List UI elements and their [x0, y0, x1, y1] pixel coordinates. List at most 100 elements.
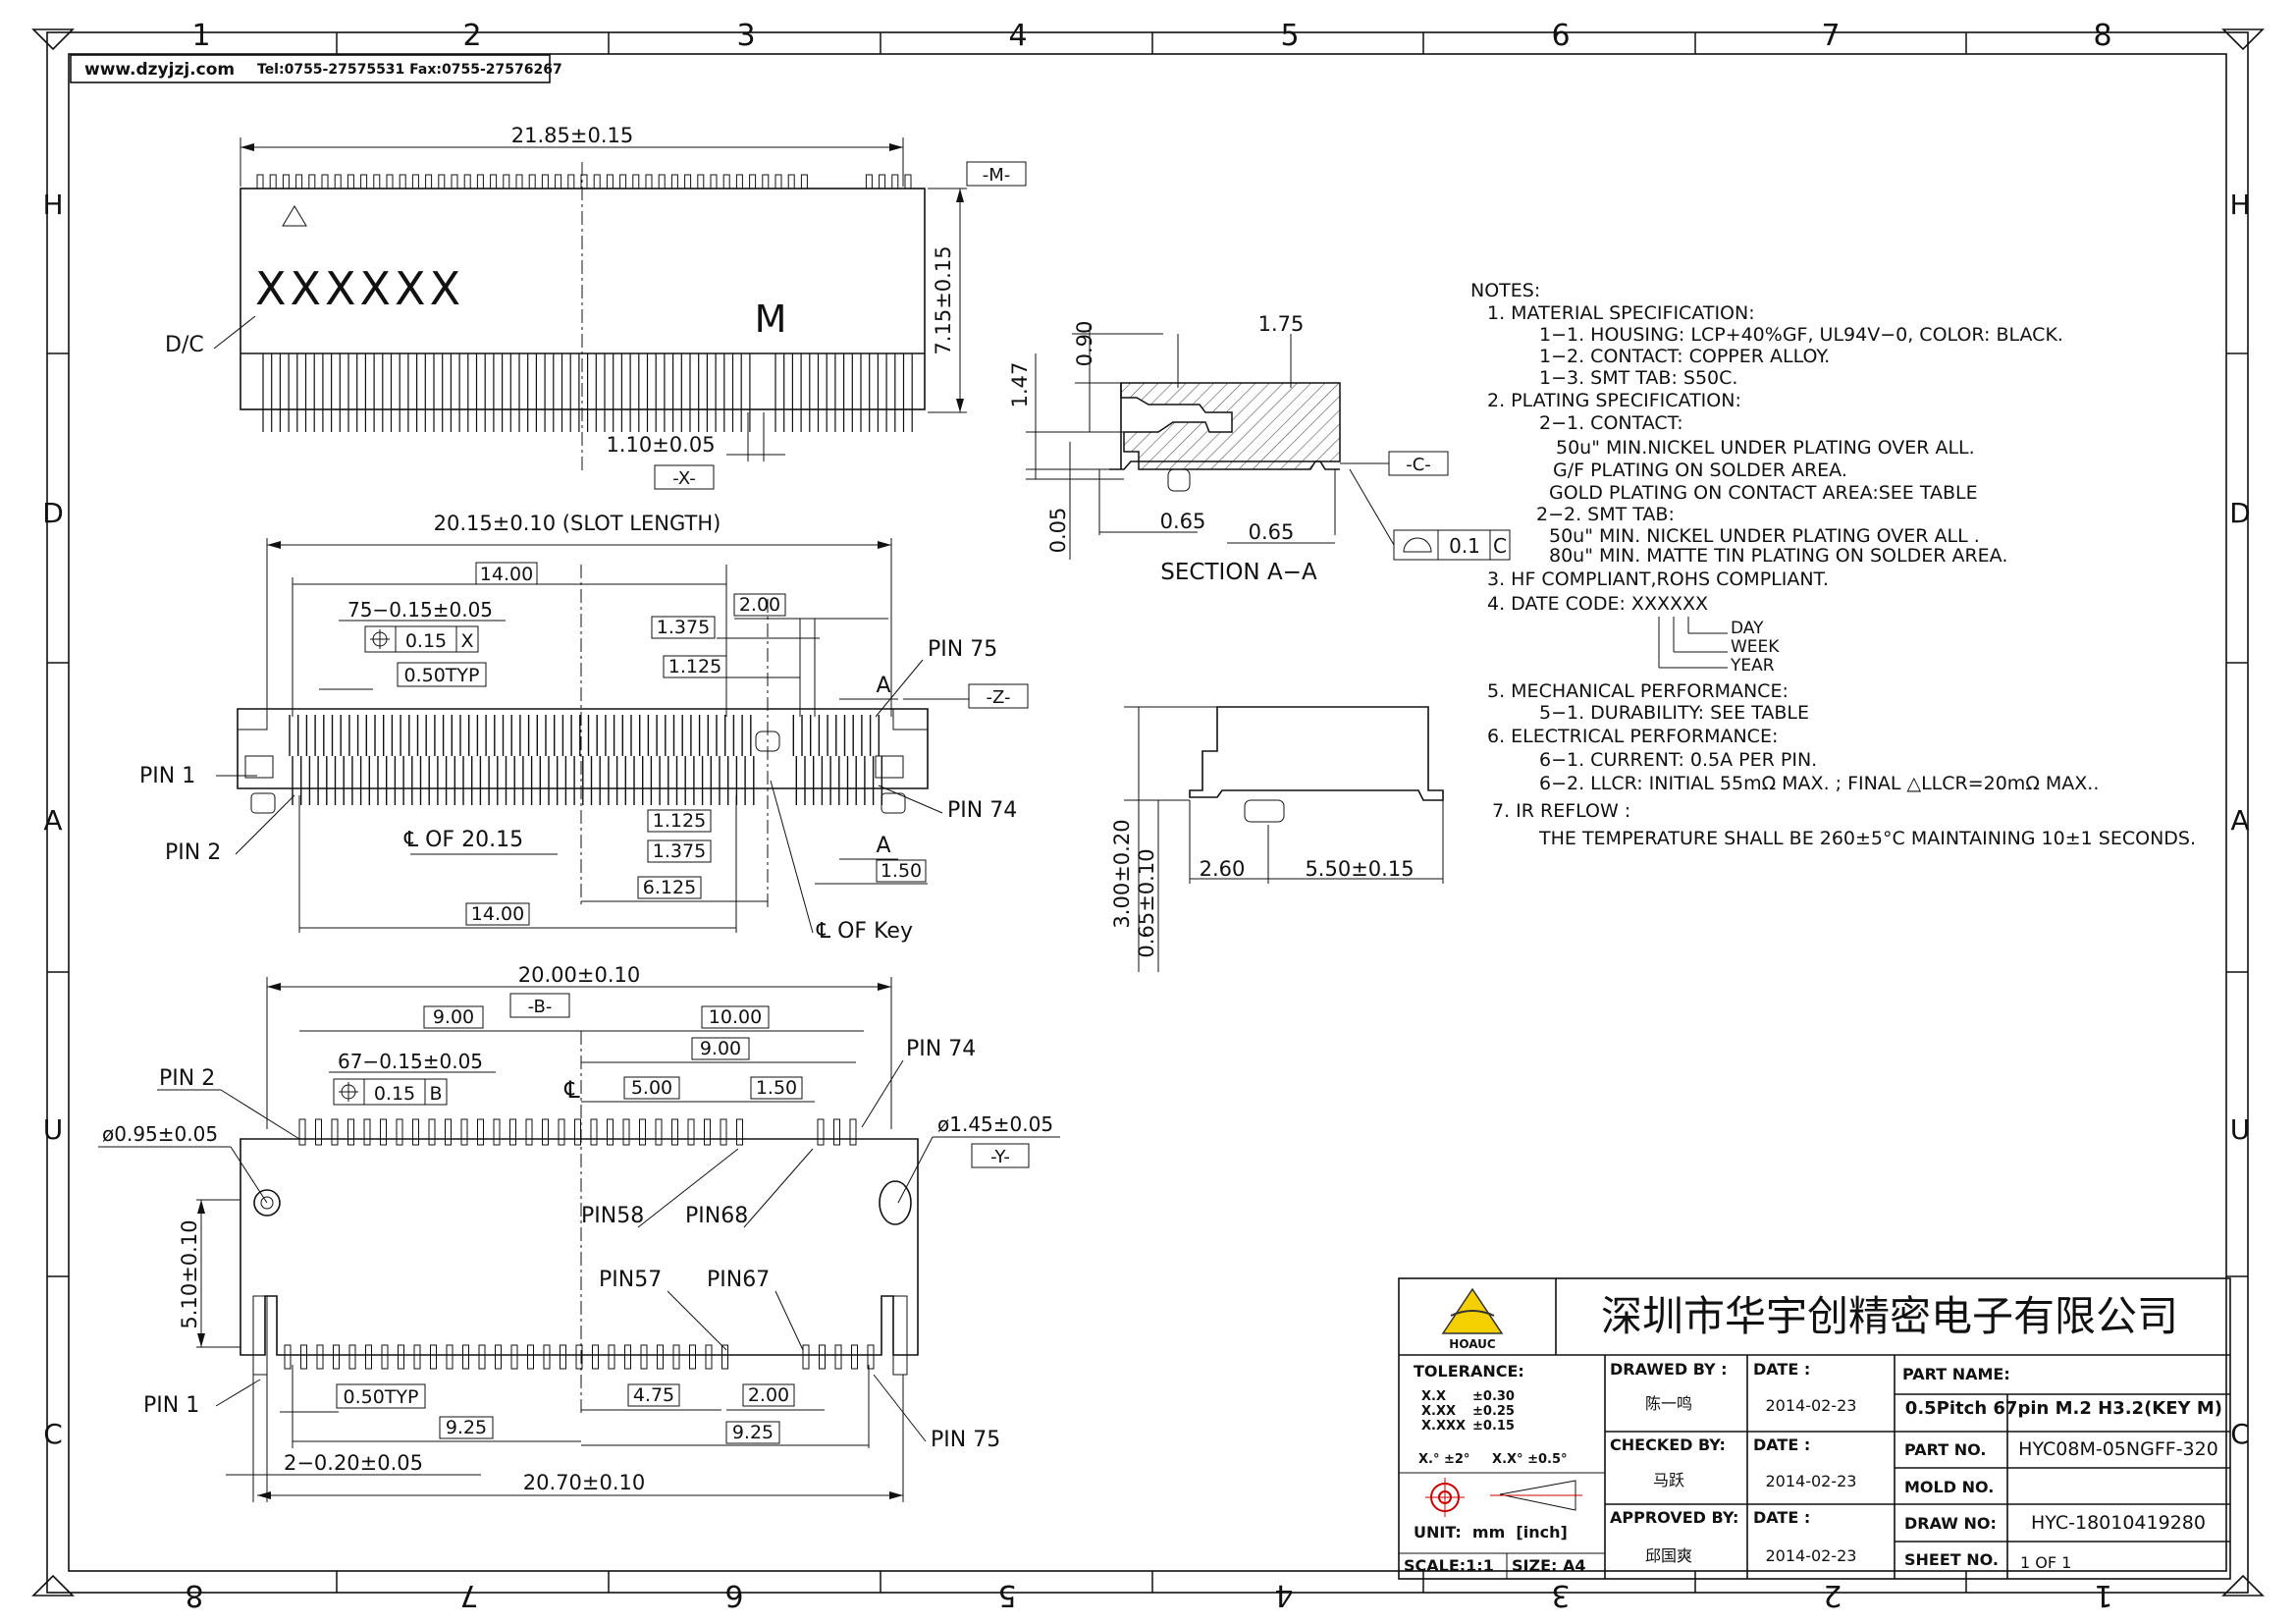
note-17: YEAR: [1730, 656, 1775, 676]
front-pin2: PIN 2: [165, 840, 221, 865]
bottom-pin2: PIN 2: [159, 1066, 215, 1091]
date-label-3: DATE :: [1753, 1508, 1810, 1527]
note-12: 80u" MIN. MATTE TIN PLATING ON SOLDER AR…: [1549, 545, 2007, 567]
side-dim-5-50: 5.50±0.15: [1305, 857, 1414, 881]
top-key-letter: M: [755, 298, 787, 341]
front-dim-1125-bot: 1.125: [653, 810, 706, 832]
section-dim-0-65-a: 0.65: [1160, 510, 1206, 533]
bottom-pin57: PIN57: [599, 1268, 662, 1292]
note-23: 7. IR REFLOW :: [1492, 800, 1630, 822]
grid-labels: 1 2 3 4 5 6 7 8 1 2 3 4 5 6 7 8 H D A U …: [42, 19, 2251, 1612]
front-pos-tol-datum: X: [460, 630, 473, 652]
col-label-bottom-8: 8: [185, 1578, 203, 1612]
note-18: 5. MECHANICAL PERFORMANCE:: [1487, 680, 1789, 702]
datum-b: -B-: [528, 997, 553, 1017]
row-label-right-d: D: [2229, 497, 2251, 529]
tol-xxx-label: X.XX: [1421, 1404, 1456, 1419]
front-tol-75: 75−0.15±0.05: [347, 598, 493, 622]
note-19: 5−1. DURABILITY: SEE TABLE: [1539, 702, 1809, 724]
draw-no-label: DRAW NO:: [1904, 1514, 1997, 1533]
datum-m: -M-: [983, 165, 1011, 186]
bottom-cl-mark: ℄: [563, 1076, 580, 1104]
approved-by-value: 邱国爽: [1645, 1546, 1692, 1565]
tol-xx-value: ±0.30: [1472, 1389, 1515, 1404]
sheet-no-value: 1 OF 1: [2020, 1553, 2071, 1572]
col-label-top-6: 6: [1551, 19, 1570, 53]
section-dim-0-65-b: 0.65: [1249, 520, 1295, 544]
sheet-no-label: SHEET NO.: [1904, 1550, 1999, 1569]
bottom-pin58: PIN58: [581, 1204, 644, 1228]
row-label-left-u: U: [43, 1113, 64, 1146]
section-dim-0-05: 0.05: [1046, 508, 1070, 554]
col-label-bottom-5: 5: [997, 1578, 1016, 1612]
header-box: www.dzyjzj.com Tel:0755-27575531 Fax:075…: [70, 54, 562, 83]
front-dim-1375-top: 1.375: [657, 617, 710, 638]
date-label-2: DATE :: [1753, 1435, 1810, 1454]
section-title: SECTION A−A: [1160, 560, 1317, 585]
tol-xxx-value: ±0.25: [1472, 1404, 1515, 1419]
top-dc-label: D/C: [165, 333, 204, 357]
angle-tolerance: X.° ±2° X.X° ±0.5°: [1418, 1452, 1568, 1467]
col-label-top-2: 2: [462, 19, 481, 53]
section-flatness-datum: C: [1493, 534, 1507, 558]
datum-y: -Y-: [990, 1147, 1010, 1167]
row-label-right-a: A: [2230, 804, 2249, 837]
top-height-dim: 7.15±0.15: [932, 245, 955, 354]
col-label-top-4: 4: [1008, 19, 1027, 53]
part-name-value: 0.5Pitch 67pin M.2 H3.2(KEY M): [1905, 1398, 2222, 1419]
bottom-total-width: 20.70±0.10: [523, 1471, 645, 1494]
bottom-pin1: PIN 1: [143, 1393, 199, 1418]
col-label-top-1: 1: [191, 19, 210, 53]
bottom-dim-4-75: 4.75: [633, 1384, 674, 1406]
bottom-dim-10: 10.00: [709, 1006, 762, 1028]
front-cl-2015: ℄ OF 20.15: [403, 828, 523, 852]
section-dim-0-90: 0.90: [1073, 321, 1096, 367]
tol-xxxx-label: X.XXX: [1421, 1419, 1466, 1434]
col-label-bottom-1: 1: [2094, 1578, 2112, 1612]
side-dim-0-65: 0.65±0.10: [1135, 848, 1158, 957]
bottom-pitch-typ: 0.50TYP: [344, 1386, 419, 1408]
top-width-dim: 21.85±0.15: [511, 124, 633, 147]
part-no-label: PART NO.: [1904, 1440, 1986, 1459]
side-dim-2-60: 2.60: [1200, 857, 1246, 881]
note-9: GOLD PLATING ON CONTACT AREA:SEE TABLE: [1549, 482, 1978, 504]
bottom-hole-right: ø1.45±0.05: [937, 1112, 1053, 1136]
note-13: 3. HF COMPLIANT,ROHS COMPLIANT.: [1487, 568, 1829, 590]
col-label-top-8: 8: [2093, 19, 2111, 53]
row-label-left-d: D: [42, 497, 64, 529]
note-15: DAY: [1731, 619, 1764, 638]
front-dim-14-bot: 14.00: [471, 903, 524, 925]
frame: [31, 28, 2265, 1597]
date-value-2: 2014-02-23: [1766, 1472, 1857, 1490]
note-21: 6−1. CURRENT: 0.5A PER PIN.: [1539, 749, 1817, 771]
front-dim-1375-bot: 1.375: [653, 840, 706, 862]
front-cl-key: ℄ OF Key: [816, 919, 913, 944]
bottom-dim-1-50: 1.50: [756, 1077, 797, 1099]
front-section-a-top: A: [876, 674, 890, 698]
bottom-pin67: PIN67: [707, 1268, 770, 1292]
company-name: 深圳市华宇创精密电子有限公司: [1601, 1292, 2178, 1340]
col-label-bottom-4: 4: [1274, 1578, 1293, 1612]
note-14: 4. DATE CODE: XXXXXX: [1487, 593, 1708, 615]
contact-text: Tel:0755-27575531 Fax:0755-27576267: [257, 62, 562, 78]
bottom-pin74: PIN 74: [906, 1037, 976, 1061]
bottom-pin75: PIN 75: [931, 1428, 1000, 1452]
date-value-1: 2014-02-23: [1766, 1396, 1857, 1415]
front-dim-6125: 6.125: [643, 877, 696, 898]
top-mark: XXXXXX: [255, 262, 464, 315]
section-flatness: 0.1: [1449, 534, 1480, 558]
size-text: SIZE: A4: [1512, 1556, 1586, 1575]
front-section-a-bot: A: [876, 834, 890, 858]
col-label-bottom-3: 3: [1551, 1578, 1570, 1612]
drawn-by-value: 陈一鸣: [1645, 1394, 1692, 1413]
note-10: 2−2. SMT TAB:: [1536, 504, 1675, 525]
date-value-3: 2014-02-23: [1766, 1546, 1857, 1565]
mold-no-label: MOLD NO.: [1904, 1478, 1994, 1496]
bottom-pos-tol-datum: B: [429, 1083, 442, 1105]
checked-by-label: CHECKED BY:: [1610, 1435, 1726, 1454]
row-label-right-c: C: [2230, 1418, 2250, 1450]
front-dim-1-50: 1.50: [881, 860, 922, 882]
datum-c: -C-: [1406, 455, 1431, 475]
col-label-bottom-2: 2: [1823, 1578, 1842, 1612]
note-7: 50u" MIN.NICKEL UNDER PLATING OVER ALL.: [1556, 437, 1975, 459]
